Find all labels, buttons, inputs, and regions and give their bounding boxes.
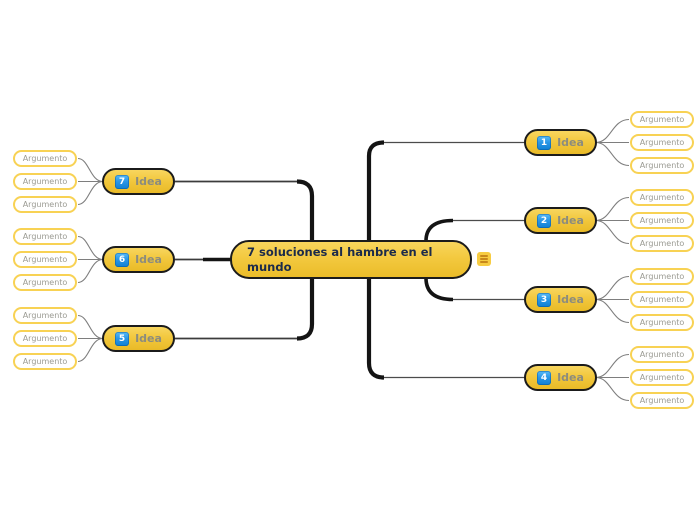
connector-idea-6-arg-3	[77, 258, 104, 284]
argument-node[interactable]: Argumento	[630, 392, 694, 409]
argument-node[interactable]: Argumento	[630, 291, 694, 308]
hamburger-menu-icon[interactable]	[477, 252, 491, 266]
central-topic-node[interactable]: 7 soluciones al hambre en el mundo	[230, 240, 472, 279]
connector-central-to-idea-2	[424, 218, 454, 242]
argument-node[interactable]: Argumento	[13, 353, 77, 370]
connector-idea-1-arg-3	[595, 141, 630, 167]
idea-node-1[interactable]: 1 Idea	[524, 129, 597, 156]
idea-7-label: Idea	[135, 175, 162, 188]
idea-node-5[interactable]: 5 Idea	[102, 325, 175, 352]
idea-2-number-badge: 2	[537, 213, 552, 228]
connector-idea-7-arg-1	[77, 157, 104, 183]
idea-node-4[interactable]: 4 Idea	[524, 364, 597, 391]
connector-idea-5-arg-3	[77, 337, 104, 363]
idea-1-number-badge: 1	[537, 135, 552, 150]
idea-6-number-badge: 6	[115, 252, 130, 267]
idea-4-number-badge: 4	[537, 370, 552, 385]
argument-node[interactable]: Argumento	[630, 212, 694, 229]
connector-central-to-idea-7	[296, 179, 315, 241]
argument-node[interactable]: Argumento	[13, 196, 77, 213]
argument-node[interactable]: Argumento	[630, 111, 694, 128]
idea-4-label: Idea	[557, 371, 584, 384]
connector-idea-7-arg-3	[77, 180, 104, 206]
argument-node[interactable]: Argumento	[630, 157, 694, 174]
argument-node[interactable]: Argumento	[13, 228, 77, 245]
connector-idea-4-arg-1	[595, 353, 630, 379]
connector-idea-4-arg-3	[595, 376, 630, 402]
argument-node[interactable]: Argumento	[630, 189, 694, 206]
idea-node-6[interactable]: 6 Idea	[102, 246, 175, 273]
connector-central-to-idea-5	[296, 278, 315, 341]
idea-node-3[interactable]: 3 Idea	[524, 286, 597, 313]
connector-idea-2-arg-1	[595, 196, 630, 222]
idea-5-label: Idea	[135, 332, 162, 345]
argument-node[interactable]: Argumento	[630, 235, 694, 252]
argument-node[interactable]: Argumento	[13, 330, 77, 347]
connector-idea-3-arg-3	[595, 298, 630, 324]
connector-central-to-idea-3	[424, 277, 454, 302]
idea-3-label: Idea	[557, 293, 584, 306]
argument-node[interactable]: Argumento	[630, 134, 694, 151]
idea-5-number-badge: 5	[115, 331, 130, 346]
connector-central-to-idea-4	[366, 278, 385, 380]
argument-node[interactable]: Argumento	[630, 369, 694, 386]
argument-node[interactable]: Argumento	[630, 346, 694, 363]
hamburger-bars	[480, 258, 488, 260]
idea-node-7[interactable]: 7 Idea	[102, 168, 175, 195]
idea-7-number-badge: 7	[115, 174, 130, 189]
argument-node[interactable]: Argumento	[630, 268, 694, 285]
connector-central-to-idea-1	[366, 140, 385, 241]
connector-idea-3-arg-1	[595, 275, 630, 301]
connector-idea-5-arg-1	[77, 314, 104, 340]
central-topic-title: 7 soluciones al hambre en el mundo	[247, 244, 433, 274]
argument-node[interactable]: Argumento	[13, 173, 77, 190]
idea-6-label: Idea	[135, 253, 162, 266]
argument-node[interactable]: Argumento	[13, 150, 77, 167]
argument-node[interactable]: Argumento	[13, 307, 77, 324]
idea-2-label: Idea	[557, 214, 584, 227]
idea-3-number-badge: 3	[537, 292, 552, 307]
idea-node-2[interactable]: 2 Idea	[524, 207, 597, 234]
argument-node[interactable]: Argumento	[13, 274, 77, 291]
argument-node[interactable]: Argumento	[630, 314, 694, 331]
connector-idea-2-arg-3	[595, 219, 630, 245]
argument-node[interactable]: Argumento	[13, 251, 77, 268]
connector-idea-1-arg-1	[595, 118, 630, 144]
idea-1-label: Idea	[557, 136, 584, 149]
connector-idea-6-arg-1	[77, 235, 104, 261]
